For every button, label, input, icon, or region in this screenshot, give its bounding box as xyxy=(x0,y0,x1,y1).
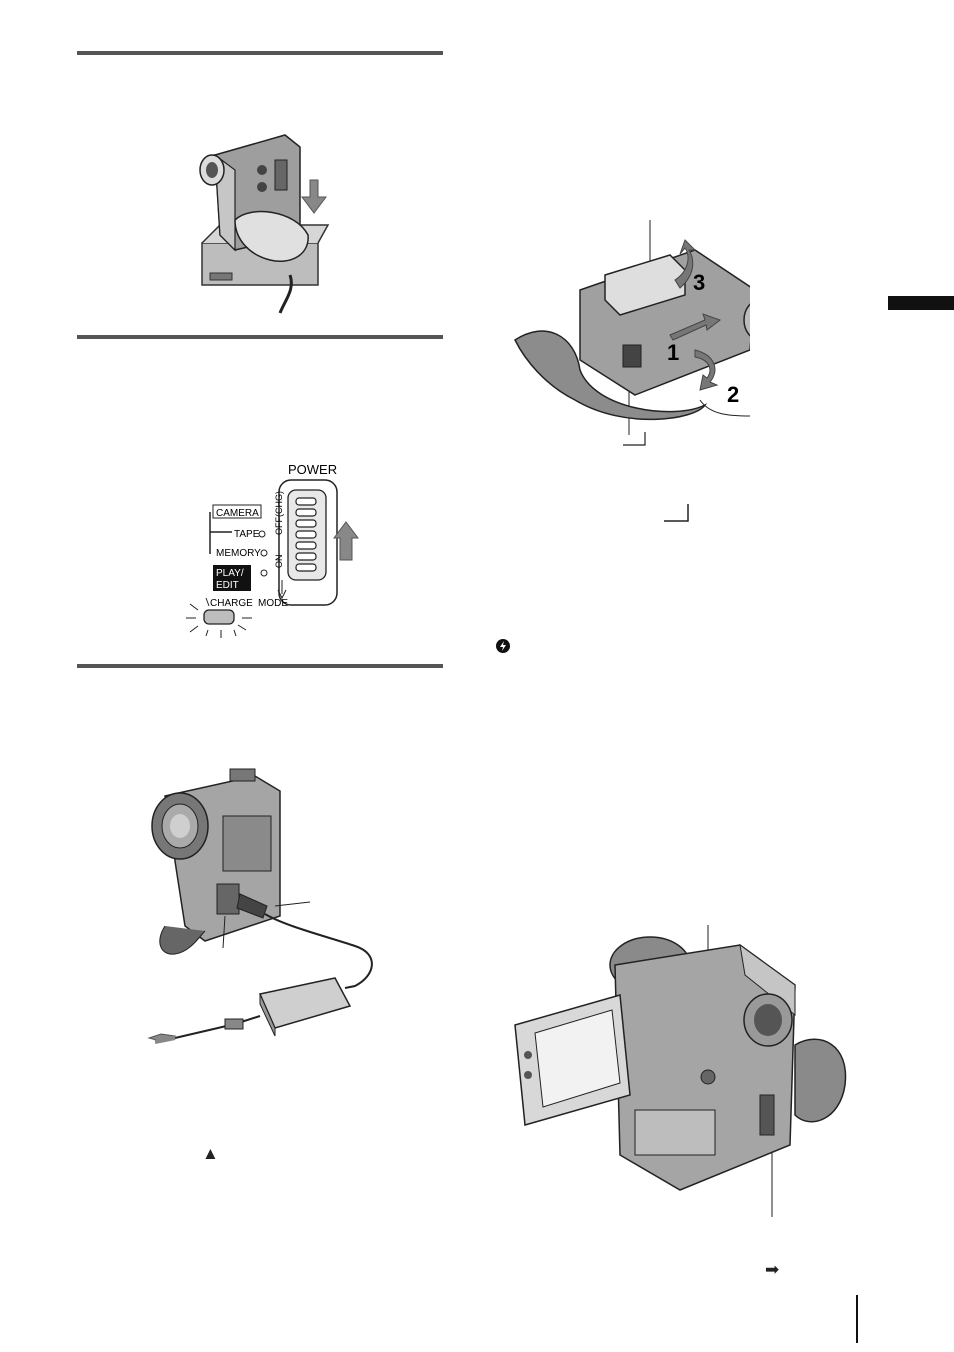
battery-removal-figure: 3 1 2 xyxy=(514,220,750,446)
play-edit-label-1: PLAY/ xyxy=(216,568,244,579)
up-triangle-symbol: ▲ xyxy=(202,1144,219,1163)
ac-adaptor-figure xyxy=(147,768,373,1044)
camera-label: CAMERA xyxy=(216,508,259,519)
lcd-camcorder-figure xyxy=(514,925,847,1217)
on-label: ON xyxy=(274,555,284,569)
step-1: 1 xyxy=(667,340,679,365)
power-switch-figure: POWER OFF(CHG) ON CAMERA TAPE MEMORY PLA… xyxy=(186,462,359,638)
section-rule-1 xyxy=(77,51,443,55)
tape-label: TAPE xyxy=(234,529,260,540)
memory-label: MEMORY xyxy=(216,548,261,559)
page-number-bar xyxy=(856,1295,858,1343)
section-rule-3 xyxy=(77,664,443,668)
charge-label: CHARGE xyxy=(210,598,253,609)
continued-arrow-icon: ➡ xyxy=(765,1260,780,1279)
chapter-tab-marker xyxy=(888,296,954,310)
mode-label: MODE xyxy=(258,598,288,609)
step-3: 3 xyxy=(693,270,705,295)
section-rule-2 xyxy=(77,335,443,339)
step-2: 2 xyxy=(727,382,739,407)
charging-cradle-figure xyxy=(199,134,330,314)
play-edit-label-2: EDIT xyxy=(216,580,239,591)
off-chg-label: OFF(CHG) xyxy=(274,491,284,535)
batt-bracket-mark xyxy=(664,504,689,522)
power-label: POWER xyxy=(288,462,337,477)
note-icon xyxy=(496,639,510,653)
